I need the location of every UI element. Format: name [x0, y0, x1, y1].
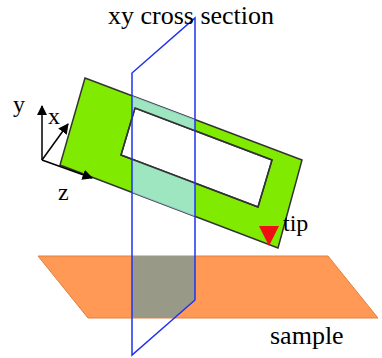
x-axis [42, 124, 68, 160]
axis-label: y [13, 92, 25, 116]
part-label: tip [283, 211, 308, 235]
plane-title: xy cross section [108, 3, 274, 29]
y-axis [41, 106, 43, 160]
axis-label: z [58, 180, 69, 204]
cross-section-plane [132, 18, 195, 355]
part-label: sample [270, 323, 344, 349]
cantilever-window [121, 108, 272, 207]
axis-label: x [48, 104, 60, 128]
sample-plate [38, 256, 378, 318]
plane-intersection [60, 60, 320, 260]
cantilever [60, 78, 302, 248]
tip-triangle [259, 226, 279, 246]
z-axis [42, 160, 92, 178]
